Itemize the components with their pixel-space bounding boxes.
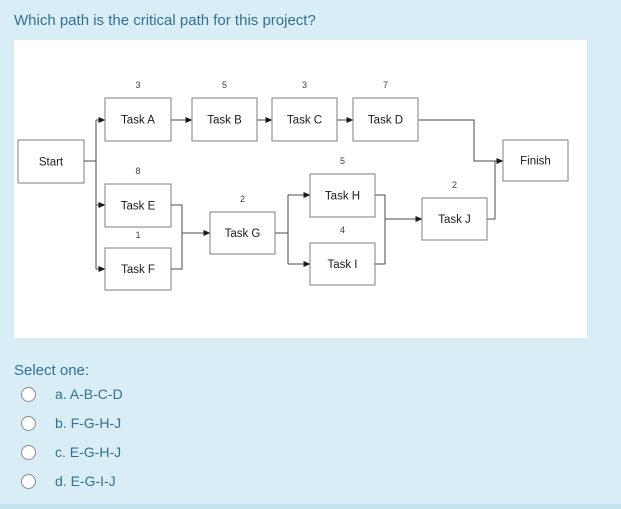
answer-options: a. A-B-C-D b. F-G-H-J c. E-G-H-J d. E-G-I-J <box>14 383 604 499</box>
node-label-task-c: Task C <box>287 115 322 127</box>
node-box-task-b <box>191 97 258 142</box>
node-duration-task-b: 5 <box>222 80 227 90</box>
node-box-task-a <box>104 97 172 142</box>
node-box-task-h <box>309 173 376 218</box>
node-duration-task-i: 4 <box>340 225 345 235</box>
radio-option-d[interactable] <box>21 473 36 489</box>
node-duration-task-e: 8 <box>135 166 140 176</box>
node-finish: Finish <box>502 139 569 182</box>
radio-option-c[interactable] <box>21 444 36 460</box>
option-label-d[interactable]: d. E-G-I-J <box>55 473 116 489</box>
option-row-d[interactable]: d. E-G-I-J <box>14 470 604 492</box>
node-task-i: Task I 4 <box>309 225 376 286</box>
node-label-task-f: Task F <box>121 264 155 276</box>
diagram-edges <box>84 117 504 272</box>
edge-task-f-to-merge-ef <box>171 233 183 270</box>
edge-task-h-to-merge-hi <box>375 194 386 219</box>
node-label-task-h: Task H <box>325 191 360 203</box>
node-task-f: Task F 1 <box>104 230 172 291</box>
option-row-a[interactable]: a. A-B-C-D <box>14 383 604 405</box>
node-task-d: Task D 7 <box>352 80 419 142</box>
node-duration-task-c: 3 <box>302 80 307 90</box>
node-box-task-g <box>209 211 276 255</box>
radio-option-b[interactable] <box>21 415 36 431</box>
select-one-label: Select one: <box>14 362 90 379</box>
node-box-start <box>17 139 85 184</box>
edge-task-i-to-merge-hi <box>375 219 386 265</box>
node-box-task-i <box>309 242 376 286</box>
node-duration-task-g: 2 <box>240 194 245 204</box>
question-text: Which path is the critical path for this… <box>14 12 316 29</box>
option-label-a[interactable]: a. A-B-C-D <box>55 386 123 402</box>
node-label-task-a: Task A <box>121 115 155 127</box>
node-box-task-d <box>352 97 419 142</box>
node-box-task-e <box>104 183 172 228</box>
node-start: Start <box>17 139 85 184</box>
node-box-task-c <box>271 97 338 142</box>
node-label-task-i: Task I <box>327 259 357 271</box>
node-label-task-e: Task E <box>121 201 156 213</box>
radio-option-a[interactable] <box>21 386 36 402</box>
node-label-task-j: Task J <box>438 214 471 226</box>
node-task-j: Task J 2 <box>421 180 488 241</box>
option-row-c[interactable]: c. E-G-H-J <box>14 441 604 463</box>
option-label-b[interactable]: b. F-G-H-J <box>55 415 122 431</box>
edge-task-d-to-finish <box>418 119 504 164</box>
node-duration-task-a: 3 <box>135 80 140 90</box>
node-duration-task-d: 7 <box>383 80 388 90</box>
node-task-h: Task H 5 <box>309 156 376 218</box>
node-task-g: Task G 2 <box>209 194 276 255</box>
option-label-c[interactable]: c. E-G-H-J <box>55 444 122 460</box>
node-label-start: Start <box>39 157 64 169</box>
bottom-divider <box>0 504 621 509</box>
edge-task-j-to-finish <box>487 161 496 220</box>
node-task-c: Task C 3 <box>271 80 338 142</box>
node-task-e: Task E 8 <box>104 166 172 228</box>
node-duration-task-f: 1 <box>135 230 140 240</box>
node-task-a: Task A 3 <box>104 80 172 142</box>
node-duration-task-h: 5 <box>340 156 345 166</box>
node-box-task-j <box>421 197 488 241</box>
option-row-b[interactable]: b. F-G-H-J <box>14 412 604 434</box>
edge-task-e-to-merge-ef <box>171 204 183 233</box>
node-box-task-f <box>104 247 172 291</box>
node-box-finish <box>502 139 569 182</box>
node-duration-task-j: 2 <box>452 180 457 190</box>
node-label-task-g: Task G <box>225 228 261 240</box>
node-label-task-b: Task B <box>207 115 242 127</box>
node-label-finish: Finish <box>520 156 551 168</box>
node-label-task-d: Task D <box>368 115 403 127</box>
node-task-b: Task B 5 <box>191 80 258 142</box>
